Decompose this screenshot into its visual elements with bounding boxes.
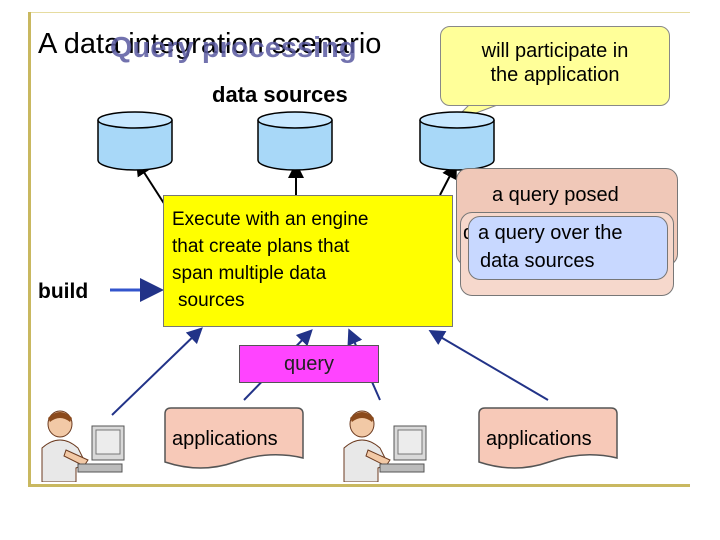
slide-title: A data integration scenario xyxy=(38,28,382,60)
arrow-to-db-3 xyxy=(439,162,457,196)
callout-line-1: will participate in xyxy=(481,40,629,62)
database-icon xyxy=(419,111,495,171)
document-icon xyxy=(478,407,618,469)
document-icon xyxy=(164,407,304,469)
callout-line-2: the application xyxy=(490,64,620,86)
query-posed-text: a query posed xyxy=(492,184,619,206)
participation-callout: will participate in the application xyxy=(440,26,670,106)
frame-left-line xyxy=(28,12,31,487)
engine-line-1: Execute with an engine xyxy=(172,209,369,230)
person-at-computer-icon xyxy=(343,410,427,482)
arrow-person1-engine xyxy=(111,327,203,416)
database-icon xyxy=(257,111,333,171)
applications-label-left: applications xyxy=(172,428,278,450)
applications-label-right: applications xyxy=(486,428,592,450)
engine-line-3: span multiple data xyxy=(172,263,327,284)
query-over-text-2: data sources xyxy=(480,250,595,272)
engine-line-4: sources xyxy=(178,290,245,311)
engine-description-box: Execute with an engine that create plans… xyxy=(163,195,453,327)
frame-bottom-line xyxy=(28,484,690,487)
query-over-text-1: a query over the xyxy=(478,222,623,244)
query-box: query xyxy=(239,345,379,383)
engine-line-2: that create plans that xyxy=(172,236,350,257)
database-icon xyxy=(97,111,173,171)
frame-top-line xyxy=(28,12,690,13)
person-at-computer-icon xyxy=(41,410,125,482)
query-over-sources-callout xyxy=(468,216,668,280)
overlay-title: Query processing xyxy=(110,32,357,64)
build-label: build xyxy=(38,280,89,303)
arrow-app2-engine xyxy=(428,329,549,401)
data-sources-label: data sources xyxy=(212,82,348,107)
